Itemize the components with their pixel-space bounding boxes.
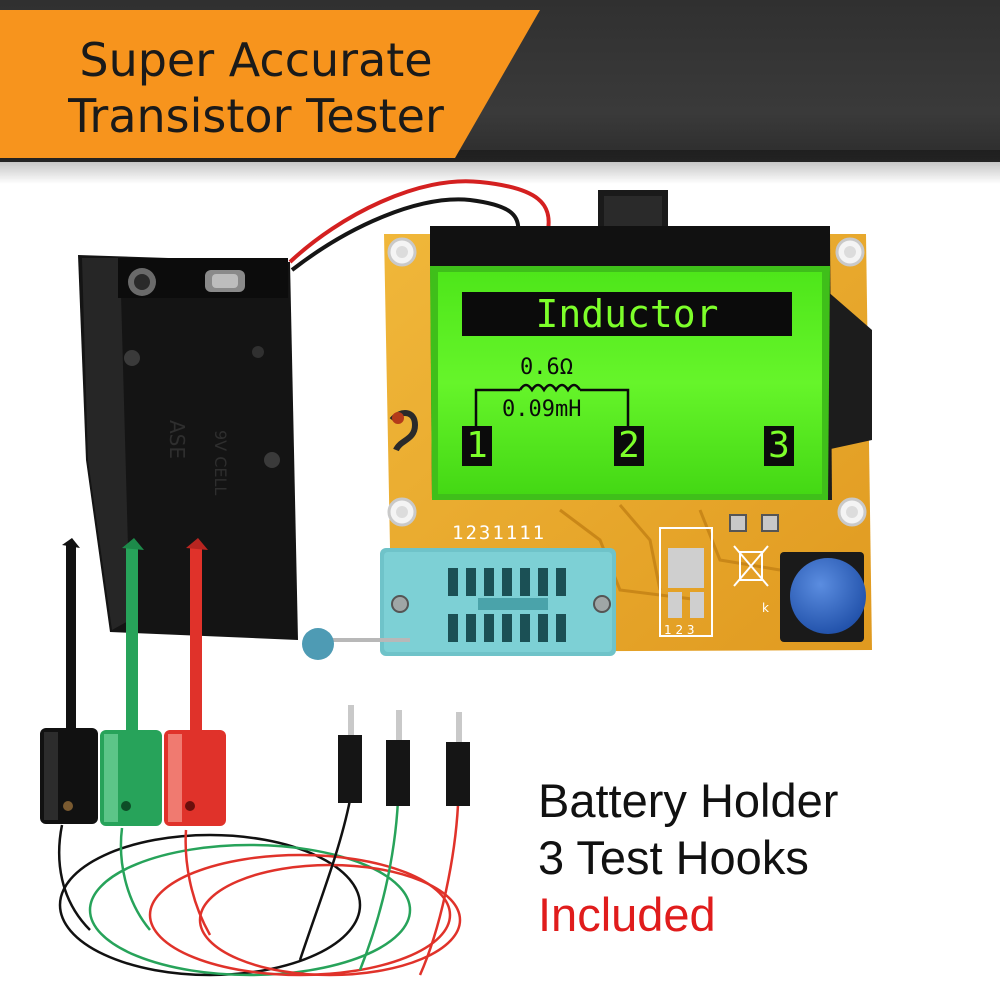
banner-shape bbox=[0, 10, 540, 158]
svg-text:9V CELL: 9V CELL bbox=[211, 430, 230, 495]
svg-text:k: k bbox=[762, 601, 769, 615]
lcd-inductance: 0.09mH bbox=[502, 397, 582, 422]
socket-label: 1231111 bbox=[452, 522, 547, 544]
hook-wires bbox=[57, 799, 462, 977]
lcd-pin-1: 1 bbox=[462, 426, 492, 466]
test-hook-black bbox=[40, 538, 98, 824]
lcd-title: Inductor bbox=[535, 292, 719, 336]
zif-socket bbox=[302, 548, 616, 660]
battery-holder: ASE 9V CELL bbox=[78, 255, 298, 640]
caption-line2: 3 Test Hooks bbox=[538, 831, 809, 884]
lcd-pin-3: 3 bbox=[764, 426, 794, 466]
banner-title-line1: Super Accurate bbox=[79, 33, 433, 87]
lcd-resistance: 0.6Ω bbox=[520, 355, 573, 380]
banner-title-line2: Transistor Tester bbox=[68, 89, 444, 143]
lcd-pin-2: 2 bbox=[614, 426, 644, 466]
test-hook-red bbox=[164, 538, 226, 826]
svg-text:1 2 3: 1 2 3 bbox=[664, 623, 695, 637]
caption-line1: Battery Holder bbox=[538, 774, 839, 827]
svg-text:ASE: ASE bbox=[165, 420, 189, 459]
inductor-schematic bbox=[474, 383, 630, 428]
title-banner: Super Accurate Transistor Tester bbox=[0, 10, 600, 158]
dupont-pins bbox=[338, 705, 470, 806]
test-hook-green bbox=[100, 538, 162, 826]
lcd-module bbox=[430, 226, 832, 500]
banner-title: Super Accurate Transistor Tester bbox=[0, 32, 512, 144]
rotary-knob bbox=[780, 552, 866, 642]
battery-wires bbox=[288, 179, 551, 272]
caption-line3: Included bbox=[538, 888, 716, 941]
caption: Battery Holder 3 Test Hooks Included bbox=[538, 772, 978, 943]
